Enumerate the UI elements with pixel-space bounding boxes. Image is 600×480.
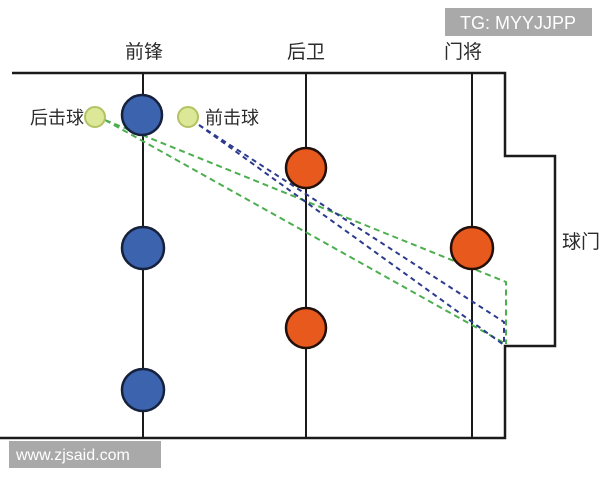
forward-player-2 bbox=[120, 225, 166, 271]
telegram-badge-text: TG: MYYJJPP bbox=[460, 13, 576, 33]
site-watermark: www.zjsaid.com bbox=[9, 441, 161, 468]
table-outline-with-goal-box bbox=[0, 71, 557, 440]
trajectory-back-shot bbox=[104, 119, 507, 345]
back-shot-lower-line bbox=[104, 119, 507, 345]
defender-player-1 bbox=[284, 146, 328, 190]
telegram-badge-background bbox=[445, 8, 592, 36]
ball-front-shot bbox=[177, 106, 199, 128]
site-badge-text: www.zjsaid.com bbox=[15, 447, 130, 464]
back-shot-upper-line bbox=[104, 119, 507, 344]
trajectory-front-shot bbox=[198, 124, 505, 346]
forward-player-1 bbox=[120, 93, 164, 137]
label-back-shot: 后击球 bbox=[30, 108, 84, 128]
rod-label-forward: 前锋 bbox=[125, 41, 163, 63]
goal-label: 球门 bbox=[562, 231, 600, 253]
site-badge-background bbox=[9, 441, 161, 468]
telegram-watermark: TG: MYYJJPP bbox=[445, 8, 592, 36]
rod-label-goalkeeper: 门将 bbox=[444, 41, 482, 63]
ball-back-shot bbox=[84, 106, 106, 128]
front-shot-upper-line bbox=[198, 124, 505, 345]
forward-player-3 bbox=[120, 367, 166, 413]
label-front-shot: 前击球 bbox=[205, 108, 259, 128]
goalkeeper-player bbox=[449, 225, 495, 271]
rod-label-defender: 后卫 bbox=[287, 41, 325, 63]
defender-player-2 bbox=[284, 306, 328, 350]
